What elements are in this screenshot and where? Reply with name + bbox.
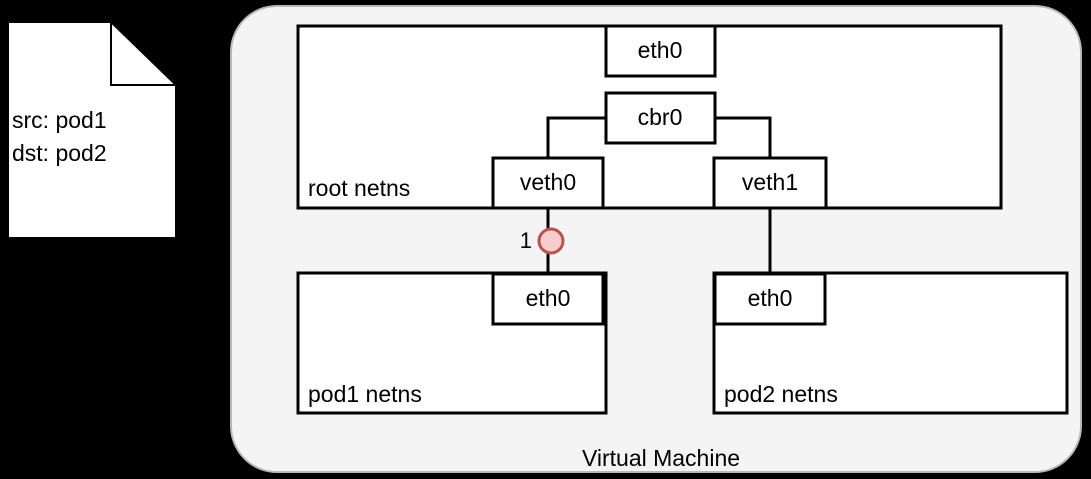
cbr0-label: cbr0 (638, 104, 683, 130)
root-eth0-label: eth0 (638, 37, 683, 63)
root-eth0-box (604, 24, 717, 78)
pod2-netns-label: pod2 netns (724, 381, 838, 407)
packet-note-line-src: src: pod1 (12, 107, 107, 133)
veth0-label: veth0 (520, 169, 576, 195)
step-marker-1 (537, 227, 565, 255)
cbr0-box (604, 91, 717, 145)
pod2-eth0-box (713, 272, 827, 326)
veth1-label: veth1 (742, 169, 798, 195)
packet-note-line-dst: dst: pod2 (12, 140, 107, 166)
step-marker-1-label: 1 (520, 228, 532, 253)
pod1-netns-label: pod1 netns (308, 381, 422, 407)
pod1-eth0-box (491, 272, 605, 326)
root-netns-label: root netns (308, 175, 410, 201)
veth1-box (712, 156, 828, 210)
packet-note-fold-icon (110, 19, 179, 86)
virtual-machine-label: Virtual Machine (582, 445, 740, 471)
pod1-eth0-label: eth0 (526, 285, 571, 311)
link-cbr0-veth0 (546, 116, 606, 158)
link-cbr0-veth1 (715, 116, 772, 158)
pod2-eth0-label: eth0 (748, 285, 793, 311)
veth0-box (491, 156, 605, 210)
